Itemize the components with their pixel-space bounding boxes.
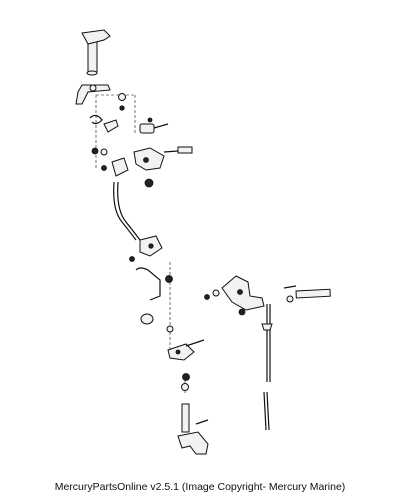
washer-part <box>181 383 189 391</box>
grommet-part <box>140 313 154 325</box>
shift-link-rod-part <box>113 181 137 241</box>
vertical-rod-part <box>261 304 273 431</box>
nut-part <box>204 294 210 300</box>
nut-part <box>165 275 173 283</box>
parts-diagram: 1 <box>75 29 331 455</box>
pin-part <box>283 285 297 289</box>
bellcrank-part <box>221 275 265 311</box>
lower-lever-part <box>139 235 163 257</box>
shift-shaft-lower-part <box>181 403 190 433</box>
lever-block-part <box>133 146 193 171</box>
nut-part <box>182 373 190 381</box>
cam-part <box>111 157 129 177</box>
copyright-caption: MercuryPartsOnline v2.5.1 (Image Copyrig… <box>54 481 346 493</box>
linkage-block-part <box>139 117 169 134</box>
nut-part <box>238 308 246 316</box>
bushing-part <box>286 295 294 303</box>
bushing-part <box>100 148 108 156</box>
washer-part <box>118 93 126 101</box>
screw-part <box>129 256 135 262</box>
spring-clip-part <box>89 114 103 125</box>
washer-part <box>166 325 174 333</box>
control-rod-part <box>295 288 331 299</box>
shift-cam-part <box>177 431 209 455</box>
retainer-part <box>103 119 119 133</box>
locknut-part <box>144 178 154 188</box>
shift-shaft-part <box>81 29 111 76</box>
screw-part <box>101 165 107 171</box>
washer-part <box>212 289 220 297</box>
bent-link-part <box>135 267 161 301</box>
shift-lever-bracket-part <box>75 84 111 105</box>
nut-part <box>91 147 99 155</box>
lower-shift-lever-part <box>167 339 205 361</box>
nut-part <box>119 105 125 111</box>
